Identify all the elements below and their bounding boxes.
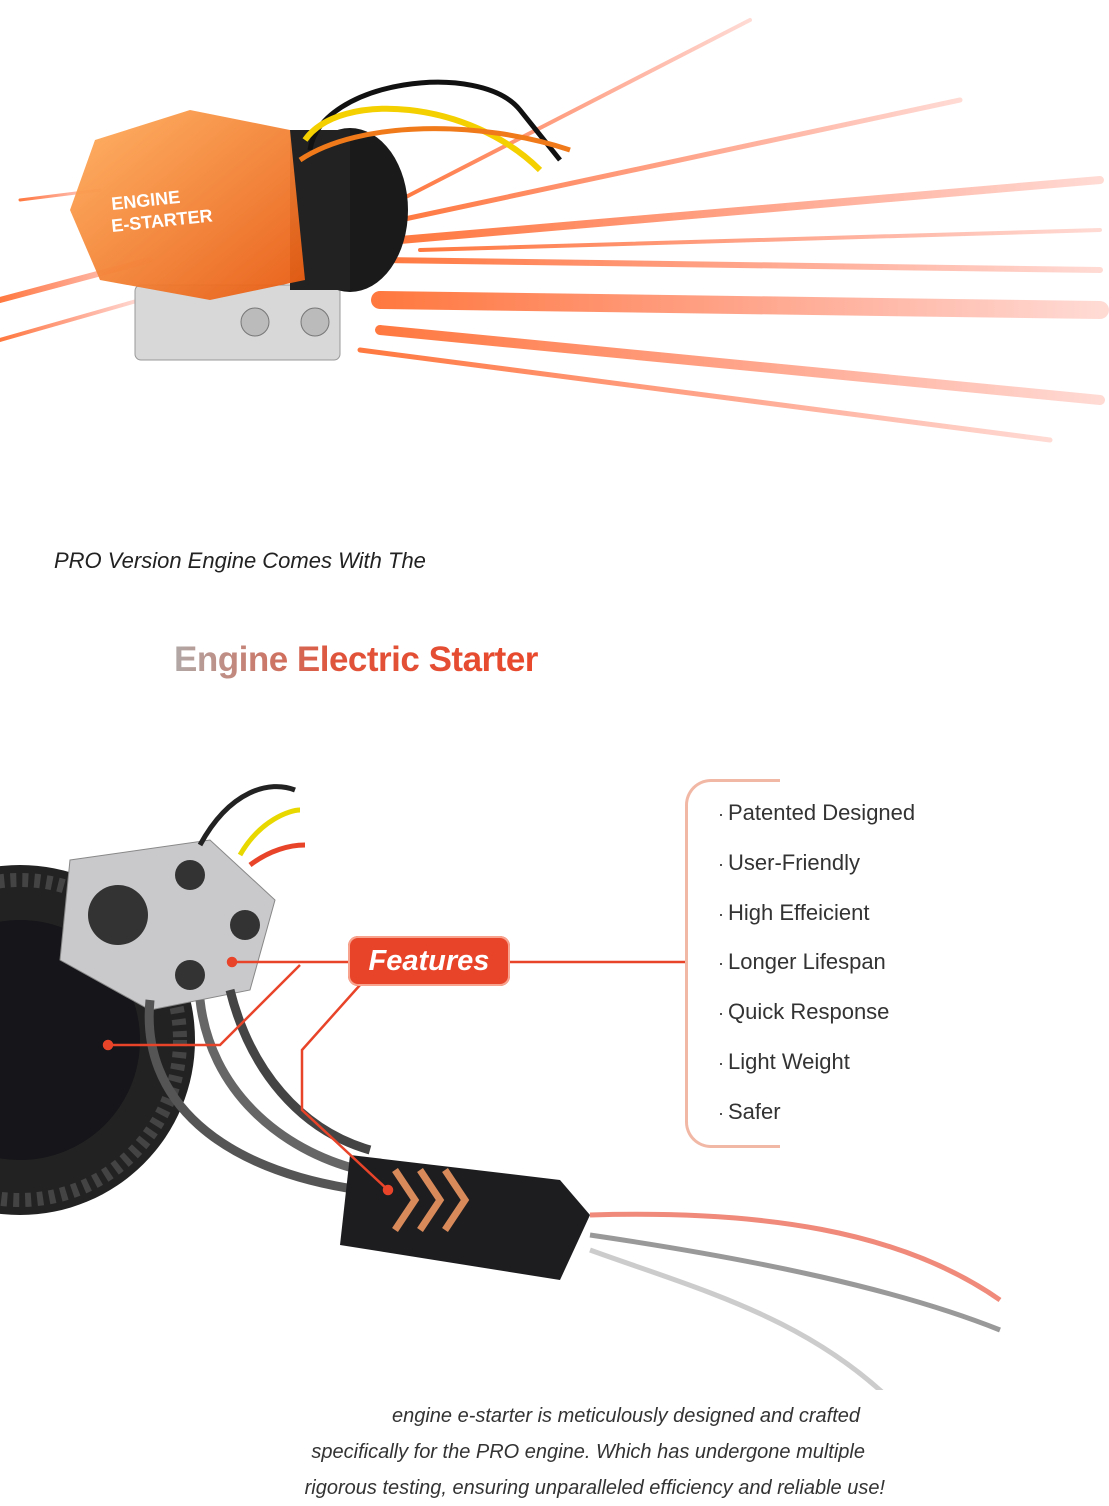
features-list: ·Patented Designed ·User-Friendly ·High … — [718, 798, 915, 1147]
feature-item: ·High Effeicient — [718, 899, 870, 925]
hero-starter-illustration: ENGINE E-STARTER — [0, 18, 1109, 443]
feature-label: Longer Lifespan — [728, 949, 886, 975]
description-line: engine e-starter is meticulously designe… — [391, 1405, 860, 1427]
feature-label: Light Weight — [728, 1048, 850, 1074]
motor-plate — [59, 784, 306, 1011]
callout-lines — [102, 956, 685, 1196]
intro-text: PRO Version Engine Comes With The — [54, 548, 426, 573]
description-line: specifically for the PRO engine. Which h… — [311, 1441, 865, 1463]
feature-item: ·Patented Designed — [718, 800, 916, 825]
feature-label: Safer — [728, 1098, 781, 1124]
feature-label: Patented Designed — [728, 800, 916, 825]
description: engine e-starter is meticulously designe… — [200, 1398, 900, 1506]
speed-streaks — [0, 18, 1109, 443]
page-title: Engine Electric Starter — [174, 640, 538, 679]
features-bracket — [685, 779, 780, 1148]
feature-item: ·Longer Lifespan — [718, 949, 886, 975]
feature-item: ·Quick Response — [718, 999, 890, 1025]
feature-label: High Effeicient — [728, 899, 870, 925]
feature-item: ·User-Friendly — [718, 849, 861, 875]
description-line: rigorous testing, ensuring unparalleled … — [304, 1477, 885, 1499]
feature-item: ·Light Weight — [718, 1048, 850, 1074]
features-badge: Features — [348, 936, 510, 986]
starter-device: ENGINE E-STARTER — [70, 79, 571, 361]
motor-esc-illustration — [0, 784, 1002, 1390]
cables — [144, 988, 1002, 1390]
feature-label: Quick Response — [728, 999, 890, 1025]
feature-label: User-Friendly — [728, 849, 861, 875]
feature-item: ·Safer — [718, 1098, 781, 1124]
esc-controller — [340, 1155, 590, 1280]
